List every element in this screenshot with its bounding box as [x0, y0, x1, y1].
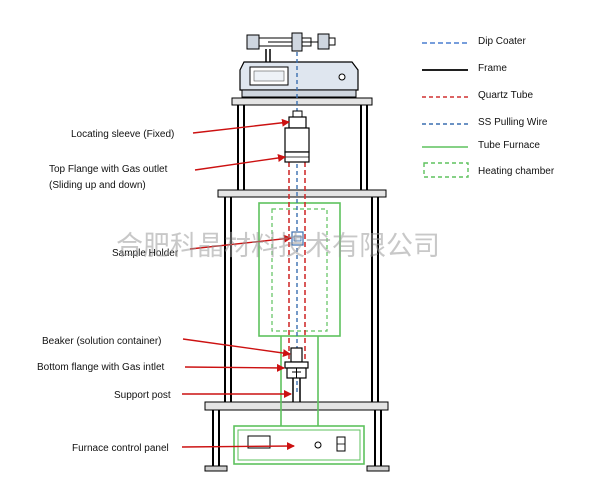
locating-sleeve-body [288, 116, 307, 129]
label-locating-sleeve: Locating sleeve (Fixed) [71, 129, 174, 140]
label-control-panel: Furnace control panel [72, 443, 169, 454]
dip-coater-screen-inner [253, 70, 285, 82]
locating-sleeve [288, 110, 307, 129]
control-display [247, 435, 271, 449]
legend-label-tube-furnace: Tube Furnace [478, 140, 540, 151]
legend: Dip Coater Frame Quartz Tube SS Pulling … [422, 36, 555, 178]
dip-coater-machine [239, 32, 359, 98]
bottom-flange-body [284, 361, 309, 369]
callout-labels: Locating sleeve (Fixed) Top Flange with … [37, 129, 179, 454]
syringe-tip [317, 33, 330, 50]
legend-swatch-heating-chamber [423, 162, 469, 178]
furnace-control-box-inner [237, 429, 361, 461]
arrow-control-panel [181, 442, 295, 451]
arrow-bottom-flange [184, 363, 285, 372]
bottom-flange [284, 361, 309, 379]
locating-sleeve-top [292, 110, 303, 118]
frame-top-shelf [231, 97, 373, 106]
label-beaker: Beaker (solution container) [42, 336, 162, 347]
callout-arrows [181, 118, 295, 451]
dip-coater-knob [338, 73, 346, 81]
label-top-flange-note: (Sliding up and down) [49, 180, 146, 191]
legend-label-dip-coater: Dip Coater [478, 36, 526, 47]
legend-label-quartz-tube: Quartz Tube [478, 90, 533, 101]
frame-middle-shelf [217, 189, 387, 198]
syringe-clamp [291, 32, 303, 52]
frame [204, 97, 390, 472]
arrow-sample-holder [189, 234, 292, 250]
arrow-beaker [182, 338, 291, 357]
label-top-flange: Top Flange with Gas outlet [49, 164, 168, 175]
top-flange [284, 127, 310, 163]
label-bottom-flange: Bottom flange with Gas intlet [37, 362, 165, 373]
watermark: 合肥科晶材料技术有限公司 [116, 231, 440, 262]
sample-holder-grip [293, 235, 302, 242]
control-knob-icon [314, 441, 322, 449]
legend-label-heating-chamber: Heating chamber [478, 166, 555, 177]
syringe-block [246, 34, 260, 50]
top-flange-body [284, 127, 310, 153]
label-support-post: Support post [114, 390, 171, 401]
frame-base-shelf [204, 401, 389, 411]
arrow-top-flange [194, 154, 286, 171]
arrow-locating-sleeve [192, 118, 290, 134]
dip-coater-base-foot [241, 89, 357, 98]
quartz-tube [288, 130, 306, 362]
frame-foot [204, 465, 228, 472]
frame-foot [366, 465, 390, 472]
support-post [292, 378, 301, 402]
legend-label-frame: Frame [478, 63, 507, 74]
legend-label-ss-pulling-wire: SS Pulling Wire [478, 117, 548, 128]
beaker [290, 347, 303, 363]
heating-chamber-inner [271, 208, 328, 332]
tube-furnace [233, 202, 365, 465]
syringe-cap [328, 37, 336, 46]
label-sample-holder: Sample Holder [112, 248, 179, 259]
heating-chamber [258, 202, 341, 337]
sample-holder [291, 231, 304, 246]
